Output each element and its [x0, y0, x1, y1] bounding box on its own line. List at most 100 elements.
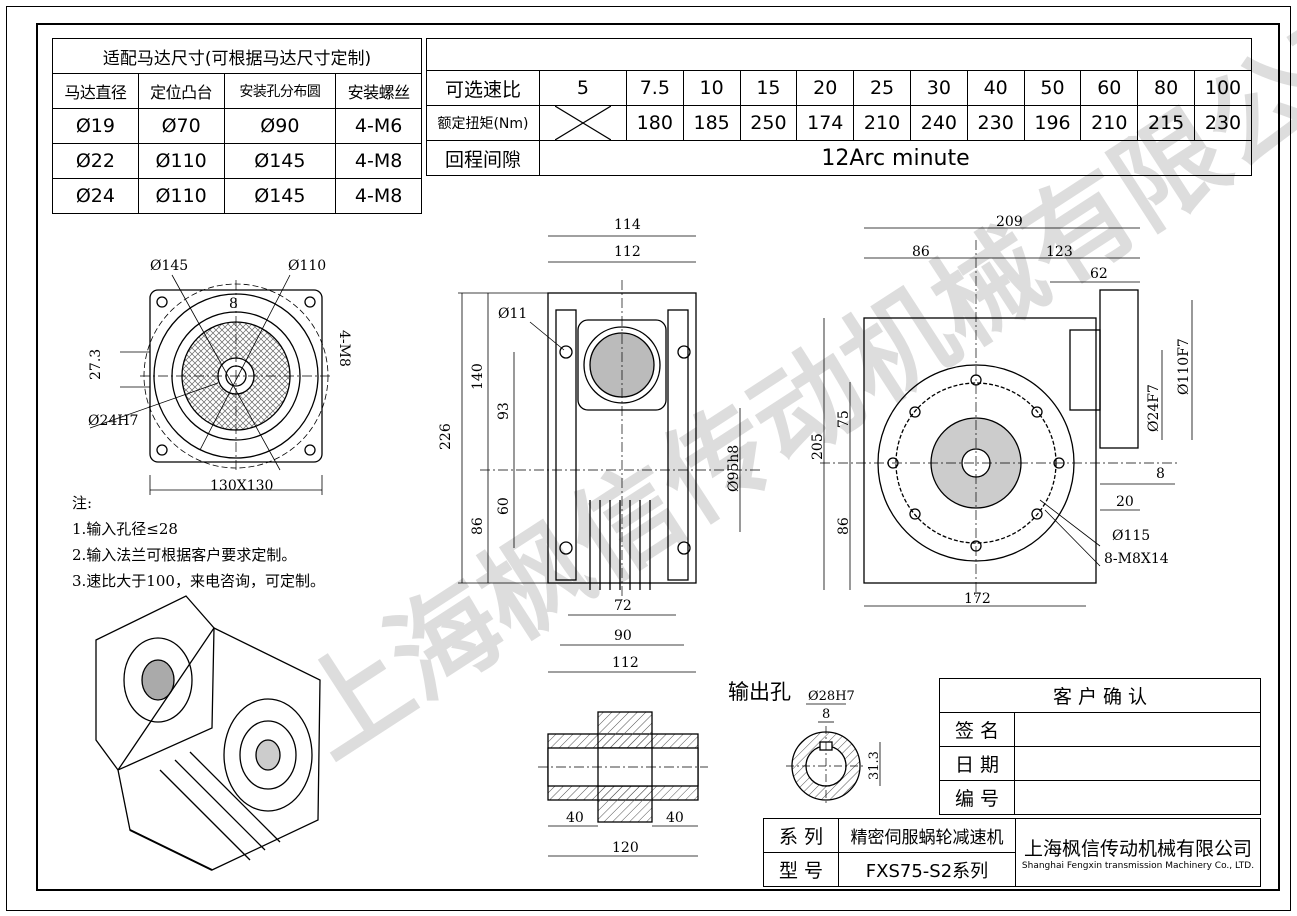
ratio: 20: [796, 70, 855, 106]
company-en: Shanghai Fengxin transmission Machinery …: [1021, 861, 1255, 871]
ratio: 60: [1080, 70, 1139, 106]
blank-row: [426, 38, 1252, 71]
confirm-number-field[interactable]: [1014, 780, 1261, 815]
dimension-labels: Ø145 Ø110 8 4-M8 27.3 Ø24H7 130X130 114 …: [88, 214, 1192, 856]
dim-side-h-lower: 86: [836, 517, 852, 535]
dim-side-h-upper: 75: [836, 410, 852, 428]
model-value: FXS75-S2系列: [838, 852, 1016, 887]
cross-mark: [554, 106, 611, 140]
dim-front-inner: 112: [614, 244, 641, 260]
confirm-title: 客 户 确 认: [939, 678, 1261, 713]
note-item: 1.输入孔径≤28: [72, 520, 178, 538]
cell: 4-M8: [335, 178, 422, 214]
series-value: 精密伺服蜗轮减速机: [838, 818, 1016, 853]
dim-section-l1: 40: [566, 810, 584, 826]
confirm-sign-field[interactable]: [1014, 712, 1261, 747]
cell: 4-M8: [335, 143, 422, 179]
cell: Ø70: [137, 108, 225, 144]
backlash-label: 回程间隙: [426, 140, 540, 176]
header-pcd: 安装孔分布圆: [223, 73, 337, 109]
confirm-row-label: 日 期: [939, 746, 1015, 781]
cell: Ø90: [223, 108, 337, 144]
dim-flange-size: 130X130: [210, 478, 273, 494]
dim-output-depth: 31.3: [867, 751, 882, 780]
dim-flange-h: 27.3: [88, 349, 104, 380]
dim-side-pcd: Ø115: [1112, 528, 1150, 544]
dim-side-total: 209: [996, 214, 1023, 230]
drawing-frame: [36, 23, 1280, 891]
torque: 174: [796, 105, 855, 141]
dim-flange-bore: Ø24H7: [88, 413, 138, 429]
cell: Ø145: [223, 178, 337, 214]
cell: Ø22: [52, 143, 139, 179]
dim-side-base: 172: [964, 591, 991, 607]
notes-title: 注:: [72, 494, 93, 512]
cross-cell: [539, 105, 627, 141]
customer-confirm-table: 客 户 确 认 签 名 日 期 编 号: [939, 678, 1261, 815]
dim-front-b3: 112: [612, 655, 639, 671]
ratio: 40: [966, 70, 1025, 106]
dim-section-total: 120: [612, 840, 639, 856]
cell: Ø145: [223, 143, 337, 179]
dim-output-bore: Ø28H7: [808, 689, 855, 704]
section-view: [538, 711, 708, 857]
torque: 230: [1194, 105, 1252, 141]
torque-label: 额定扭矩(Nm): [426, 105, 540, 141]
dim-side-d-shaft: Ø24F7: [1146, 384, 1162, 432]
confirm-date-field[interactable]: [1014, 746, 1261, 781]
dim-section-l2: 40: [666, 810, 684, 826]
dim-output-key: 8: [822, 707, 830, 722]
model-label: 型 号: [763, 852, 839, 887]
isometric-view: [95, 595, 321, 871]
watermark-text: 上海枫信传动机械有限公司: [277, 0, 1297, 779]
note-item: 3.速比大于100，来电咨询，可定制。: [72, 572, 325, 590]
dim-flange-key: 8: [229, 296, 238, 312]
front-view: [458, 235, 760, 673]
ratio: 25: [853, 70, 911, 106]
cell: Ø24: [52, 178, 139, 214]
dim-side-flange: 62: [1090, 266, 1108, 282]
confirm-row-label: 编 号: [939, 780, 1015, 815]
dim-side-holes: 8-M8X14: [1104, 551, 1169, 567]
side-view: [820, 227, 1193, 607]
ratio: 7.5: [625, 70, 684, 106]
dim-side-right: 123: [1046, 244, 1073, 260]
backlash-value: 12Arc minute: [539, 140, 1252, 176]
header-boss: 定位凸台: [137, 73, 225, 109]
title-block: 系 列 精密伺服蜗轮减速机 上海枫信传动机械有限公司 Shanghai Feng…: [763, 818, 1261, 887]
dim-front-foot: 60: [496, 497, 512, 515]
dim-side-h-total: 205: [810, 433, 826, 460]
dim-front-b1: 72: [614, 598, 632, 614]
dim-front-hole: Ø11: [498, 306, 527, 322]
dim-flange-holes: 4-M8: [336, 330, 352, 367]
torque: 230: [966, 105, 1025, 141]
motor-size-table: 适配马达尺寸(可根据马达尺寸定制) 马达直径 定位凸台 安装孔分布圆 安装螺丝 …: [52, 38, 422, 214]
note-item: 2.输入法兰可根据客户要求定制。: [72, 546, 297, 564]
dim-front-total: 226: [438, 423, 454, 450]
flange-view: [89, 274, 332, 495]
dim-flange-d1: Ø145: [150, 258, 188, 274]
dim-side-d-flange: Ø110F7: [1176, 338, 1192, 395]
torque: 240: [909, 105, 968, 141]
header-screw: 安装螺丝: [335, 73, 422, 109]
dim-front-mid: 93: [496, 402, 512, 420]
series-label: 系 列: [763, 818, 839, 853]
cell: Ø110: [137, 143, 225, 179]
dim-flange-d2: Ø110: [288, 258, 326, 274]
ratio: 50: [1023, 70, 1082, 106]
torque: 250: [739, 105, 798, 141]
motor-table-title: 适配马达尺寸(可根据马达尺寸定制): [52, 38, 422, 74]
company-cn: 上海枫信传动机械有限公司: [1023, 838, 1252, 860]
ratio: 30: [909, 70, 968, 106]
outer-border: [6, 6, 1291, 911]
ratio: 10: [682, 70, 741, 106]
dim-side-t2: 20: [1116, 494, 1134, 510]
dim-front-lower: 86: [470, 517, 486, 535]
header-motor-diameter: 马达直径: [52, 73, 139, 109]
torque: 185: [682, 105, 741, 141]
cell: 4-M6: [335, 108, 422, 144]
dim-front-bore: Ø95h8: [726, 445, 742, 492]
notes: 注: 1.输入孔径≤28 2.输入法兰可根据客户要求定制。 3.速比大于100，…: [72, 490, 325, 594]
dim-front-b2: 90: [614, 628, 632, 644]
